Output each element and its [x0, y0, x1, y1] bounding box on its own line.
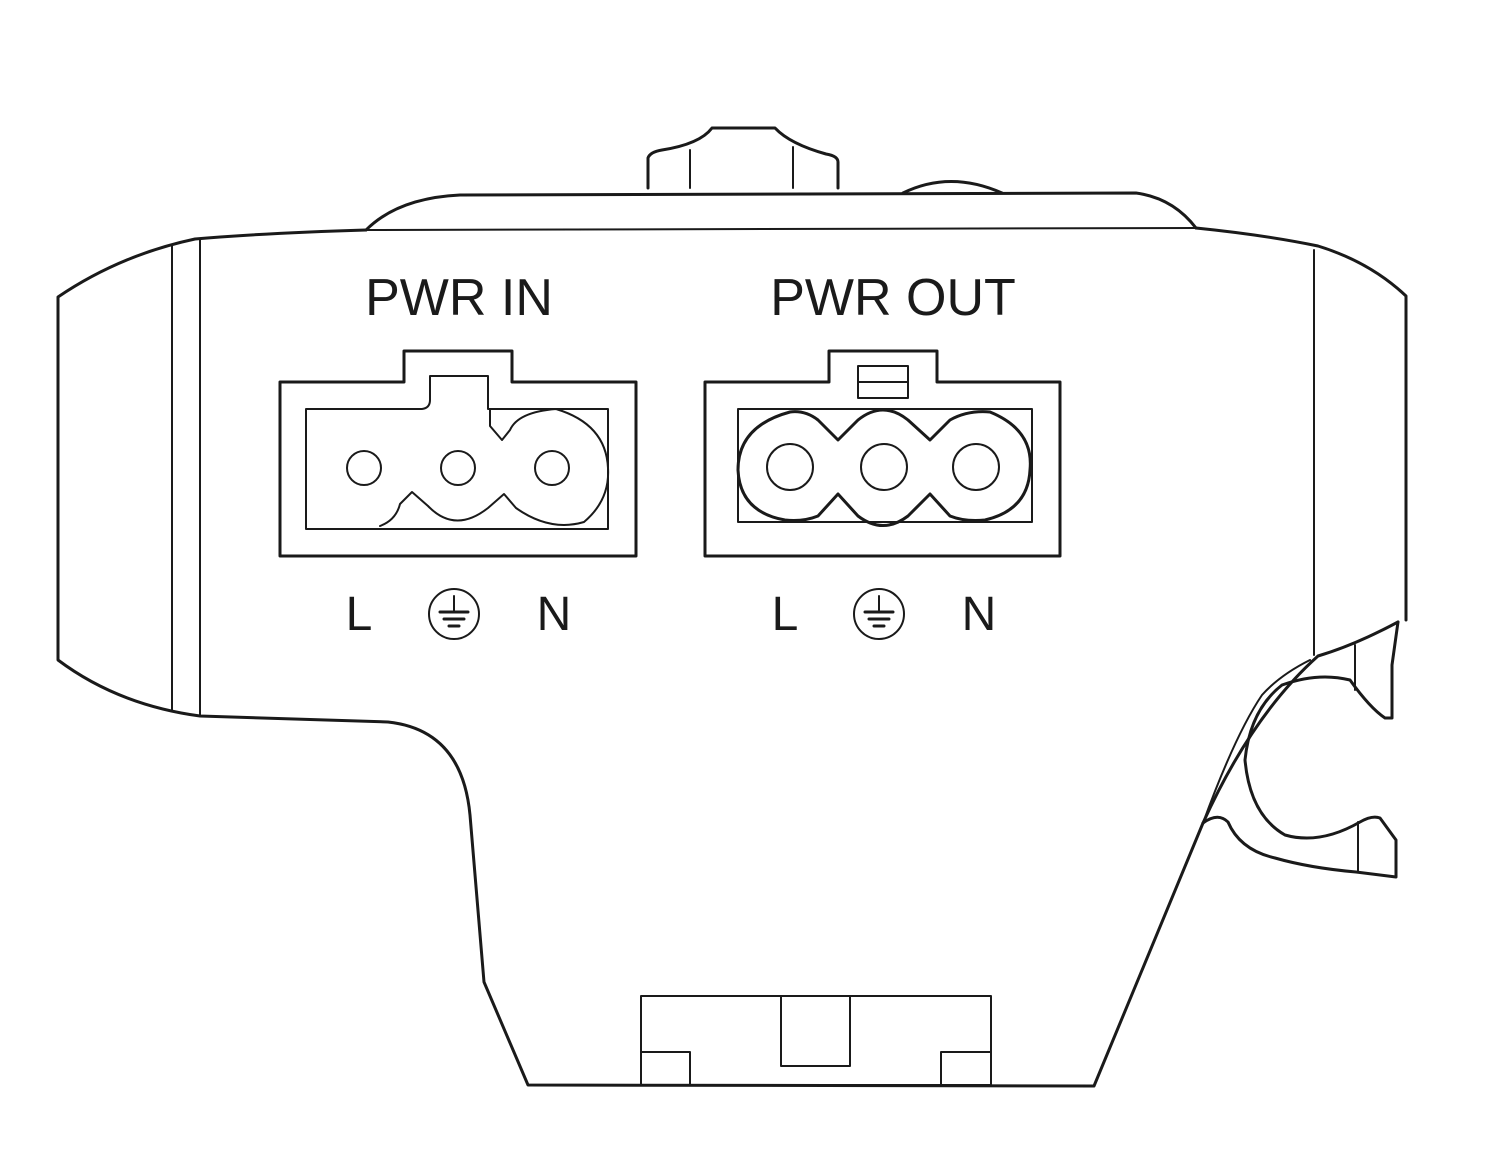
pwr-in-pin-l: [346, 450, 382, 486]
earth-ground-icon: [853, 588, 905, 640]
bottom-latch: [640, 995, 992, 1086]
pwr-in-pin-l-label: L: [346, 588, 373, 641]
top-knob: [646, 126, 840, 190]
pwr-out-inner-frame: [737, 408, 1033, 523]
pwr-out-pin-l-label: L: [772, 588, 799, 641]
earth-ground-icon: [428, 588, 480, 640]
pwr-out-pin-n: [952, 443, 1000, 491]
pwr-in-socket: [379, 408, 610, 527]
pwr-out-label: PWR OUT: [770, 269, 1016, 327]
cable-clip: [1201, 620, 1400, 879]
pwr-out-housing: [703, 349, 1062, 558]
body-outline: [56, 228, 1400, 1088]
pwr-in-inner-frame: [305, 375, 609, 530]
pwr-out-socket: [736, 408, 1032, 527]
pwr-out-connector: PWR OUT L N: [703, 269, 1062, 641]
top-dome: [901, 180, 1004, 195]
pwr-in-label: PWR IN: [365, 269, 553, 327]
left-band: [171, 239, 201, 717]
pwr-out-pin-ground: [860, 443, 908, 491]
pwr-out-pin-l: [766, 443, 814, 491]
pwr-in-pin-n-label: N: [537, 588, 572, 641]
pwr-out-pin-n-label: N: [962, 588, 997, 641]
pwr-in-housing: [278, 349, 638, 558]
pwr-in-pin-n: [534, 450, 570, 486]
pwr-in-connector: PWR IN L N: [278, 269, 638, 641]
right-cap: [1194, 226, 1408, 656]
pwr-in-pin-ground: [440, 450, 476, 486]
top-rim: [364, 191, 1198, 232]
